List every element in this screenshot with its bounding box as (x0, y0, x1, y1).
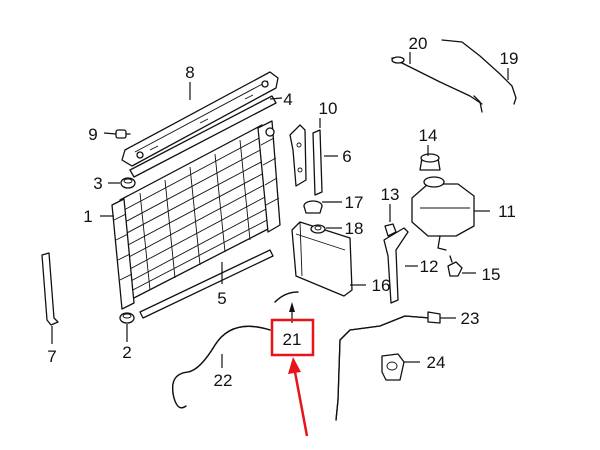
callout-12: 12 (420, 257, 439, 276)
callout-16: 16 (372, 276, 391, 295)
callout-9: 9 (88, 125, 97, 144)
hose-pair (391, 39, 517, 113)
callout-7: 7 (47, 347, 56, 366)
callout-20: 20 (409, 34, 428, 53)
upper-bracket (121, 71, 279, 167)
grommet-upper (120, 177, 136, 189)
clamp (381, 353, 405, 381)
callout-6: 6 (342, 147, 351, 166)
callout-10: 10 (319, 99, 338, 118)
callout-23: 23 (461, 309, 480, 328)
overflow-reservoir (291, 221, 353, 297)
clip (384, 223, 397, 237)
side-seal (41, 252, 59, 326)
sensor (447, 255, 463, 277)
callout-15: 15 (482, 265, 501, 284)
lower-hose (171, 325, 271, 409)
bolt (115, 129, 131, 139)
callout-21: 21 (283, 330, 302, 349)
reservoir-grommet (310, 224, 326, 234)
callout-8: 8 (185, 63, 194, 82)
highlight-box (270, 318, 315, 357)
side-seal-right (312, 129, 323, 196)
side-bracket (289, 124, 307, 187)
callout-4: 4 (283, 90, 292, 109)
radiator (111, 120, 281, 310)
callout-13: 13 (381, 185, 400, 204)
callout-11: 11 (498, 202, 516, 221)
highlight-arrow (288, 357, 309, 437)
reservoir-cap (303, 200, 323, 214)
surge-tank (411, 176, 475, 251)
tank-bracket (383, 227, 409, 304)
callout-1: 1 (83, 207, 92, 226)
upper-hose (274, 291, 299, 303)
callout-22: 22 (214, 371, 233, 390)
seal-strip-upper (129, 95, 277, 178)
callout-3: 3 (93, 174, 102, 193)
callout-18: 18 (345, 219, 364, 238)
callout-14: 14 (419, 126, 438, 145)
callout-2: 2 (122, 343, 131, 362)
callout-24: 24 (427, 353, 446, 372)
grommet-lower (119, 312, 135, 324)
surge-tank-cap (419, 153, 441, 171)
pipe (335, 311, 441, 421)
leader-lines (51, 52, 509, 368)
seal-strip-lower (139, 249, 274, 319)
callout-19: 19 (500, 49, 519, 68)
callout-17: 17 (345, 193, 364, 212)
callout-5: 5 (217, 289, 226, 308)
